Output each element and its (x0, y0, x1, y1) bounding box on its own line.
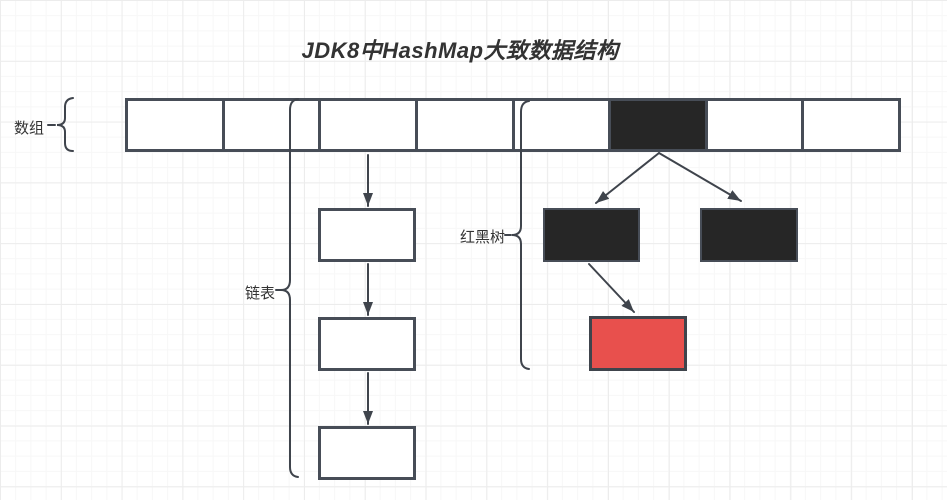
array-to-tree-left-arrow (595, 152, 660, 204)
array-to-tree-right-arrow (658, 152, 742, 202)
linked-list-label: 链表 (245, 285, 276, 302)
array-cell (417, 101, 515, 149)
tree-left-to-red-arrow (588, 263, 635, 313)
array-cell (707, 101, 805, 149)
array-cell-linked-list (321, 101, 418, 149)
array-cell (224, 101, 322, 149)
linked-list-node-3 (318, 426, 416, 480)
array-cell (514, 101, 612, 149)
array-brace (56, 97, 74, 152)
array-cell (128, 101, 225, 149)
linked-list-brace (280, 98, 299, 478)
tree-black-node-right (700, 208, 798, 262)
red-black-tree-label: 红黑树 (460, 229, 506, 246)
hash-array (125, 98, 901, 152)
linked-list-node-2 (318, 317, 416, 371)
tree-black-node-left (543, 208, 640, 262)
array-cell (804, 101, 898, 149)
diagram-title: JDK8中HashMap大致数据结构 (301, 38, 619, 63)
array-label: 数组 (14, 120, 45, 137)
array-cell-treeified (611, 101, 708, 149)
tree-red-node (589, 316, 687, 371)
linked-list-node-1 (318, 208, 416, 262)
